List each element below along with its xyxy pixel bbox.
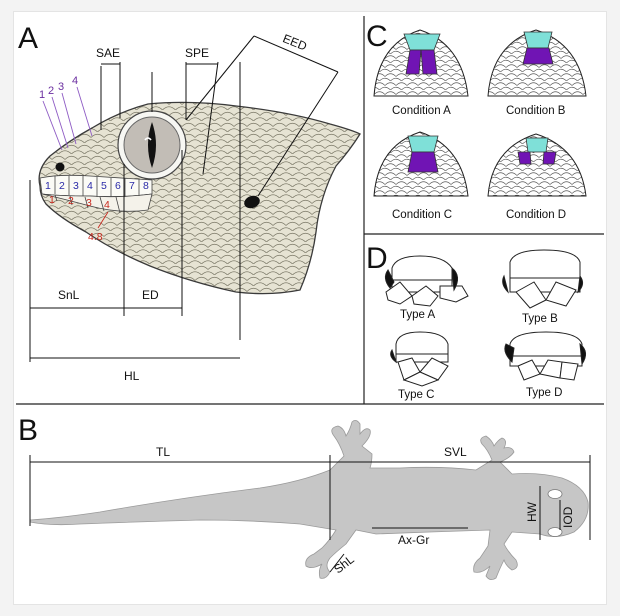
blue-number: 2	[59, 180, 65, 192]
scale-numbers-red: 1 2 3 4 4.8	[49, 194, 110, 243]
lip-scales	[39, 174, 153, 198]
type-label: Type A	[400, 309, 435, 321]
label-spe: SPE	[185, 46, 209, 60]
panel-a-label: A	[18, 22, 38, 55]
panel-c-label: C	[366, 20, 388, 53]
purple-number: 2	[48, 85, 54, 97]
purple-number: 1	[39, 89, 45, 101]
label-svl: SVL	[444, 445, 467, 459]
label-hw: HW	[525, 501, 539, 522]
gecko-body-silhouette	[29, 420, 589, 580]
condition-label: Condition C	[392, 209, 452, 221]
type-d-diagram	[504, 331, 586, 381]
label-ed: ED	[142, 288, 159, 302]
pupil	[148, 122, 156, 168]
scale-numbers-blue: 1 2 3 4 5 6 7 8	[45, 180, 149, 192]
measurement-lines	[29, 35, 339, 362]
panel-b: B TL SVL Ax-Gr HW IOD ShL	[18, 414, 591, 580]
blue-number: 8	[143, 180, 149, 192]
panel-a: A 1 2 3 4	[18, 22, 361, 383]
eye	[547, 527, 563, 537]
panel-b-label: B	[18, 414, 38, 447]
blue-number: 3	[73, 180, 79, 192]
panel-d-label: D	[366, 242, 388, 275]
purple-number: 3	[58, 81, 64, 93]
nostril	[55, 162, 65, 172]
panel-c: C Condition A Condition B Condition C	[366, 20, 587, 221]
condition-label: Condition B	[506, 105, 566, 117]
blue-number: 7	[129, 180, 135, 192]
red-number: 2	[68, 195, 74, 207]
type-c-diagram	[390, 331, 449, 387]
scale-numbers-purple: 1 2 3 4	[39, 75, 93, 151]
label-hl: HL	[124, 369, 140, 383]
blue-number: 6	[115, 180, 121, 192]
condition-a-diagram	[373, 29, 469, 97]
blue-number: 5	[101, 180, 107, 192]
label-snl: SnL	[58, 288, 80, 302]
red-number: 1	[49, 194, 55, 206]
eye	[547, 489, 563, 499]
blue-number: 1	[45, 180, 51, 192]
condition-d-diagram	[487, 133, 587, 197]
type-label: Type C	[398, 389, 434, 401]
ear-opening	[244, 195, 260, 209]
red-number: 3	[86, 197, 92, 209]
type-label: Type B	[522, 313, 558, 325]
labial-scale-dividers	[54, 176, 140, 214]
red-number: 4	[104, 199, 110, 211]
condition-c-diagram	[373, 131, 469, 197]
condition-label: Condition D	[506, 209, 566, 221]
label-iod: IOD	[561, 506, 575, 528]
red-range-label: 4.8	[88, 231, 103, 243]
type-label: Type D	[526, 387, 562, 399]
label-axgr: Ax-Gr	[398, 533, 429, 547]
condition-b-diagram	[487, 29, 587, 97]
blue-number: 4	[87, 180, 93, 192]
panel-d: D Type A Type B	[366, 242, 586, 401]
type-a-diagram	[384, 255, 469, 307]
type-b-diagram	[502, 249, 584, 309]
label-eed: EED	[281, 31, 309, 53]
label-shl: ShL	[331, 552, 357, 576]
body-measurement-lines	[29, 455, 591, 573]
purple-number: 4	[72, 75, 78, 87]
label-sae: SAE	[96, 46, 120, 60]
label-tl: TL	[156, 445, 170, 459]
condition-label: Condition A	[392, 105, 451, 117]
